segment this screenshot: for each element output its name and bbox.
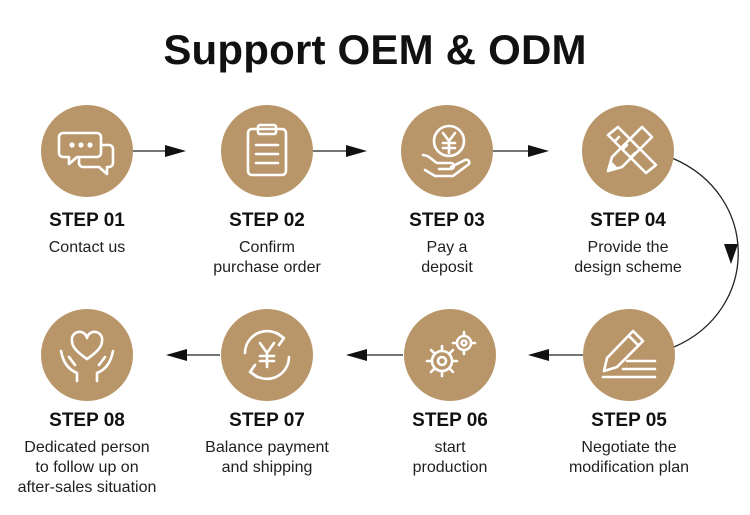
step-04-desc: Provide the design scheme — [533, 238, 723, 278]
step-03-desc-line: Pay a — [426, 239, 468, 256]
arrow-left-icon — [166, 349, 187, 361]
yen-coin-hand-icon — [421, 124, 471, 178]
step-02-label: STEP 02 — [229, 210, 305, 231]
step-02-circle — [221, 105, 313, 197]
arrow-left-icon — [528, 349, 549, 361]
chat-bubbles-icon — [57, 131, 115, 176]
step-04-desc-line: design scheme — [574, 259, 682, 276]
step-07-circle — [221, 309, 313, 401]
step-07-desc-line: and shipping — [221, 459, 313, 476]
step-07-label: STEP 07 — [229, 410, 305, 431]
step-06-circle — [404, 309, 496, 401]
arrow-left-icon — [346, 349, 367, 361]
step-08-desc-line: after-sales situation — [17, 479, 157, 496]
step-06-desc: start production — [355, 438, 545, 478]
arrow-right-icon — [528, 145, 549, 157]
step-02-desc-line: purchase order — [213, 259, 321, 276]
gears-icon — [425, 330, 477, 378]
step-05-circle — [583, 309, 675, 401]
step-02-desc: Confirm purchase order — [172, 238, 362, 278]
heart-hands-icon — [59, 330, 115, 383]
step-01-circle — [41, 105, 133, 197]
step-05-desc: Negotiate the modification plan — [534, 438, 724, 478]
step-06-desc-line: production — [412, 459, 488, 476]
step-06-label: STEP 06 — [412, 410, 488, 431]
step-01-label: STEP 01 — [49, 210, 125, 231]
arrow-right-icon — [165, 145, 186, 157]
step-03-desc-line: deposit — [421, 259, 473, 276]
step-03-circle — [401, 105, 493, 197]
step-04-label: STEP 04 — [590, 210, 666, 231]
step-08-desc: Dedicated person to follow up on after-s… — [0, 438, 182, 498]
step-07-desc: Balance payment and shipping — [172, 438, 362, 478]
arrow-right-icon — [346, 145, 367, 157]
step-05-label: STEP 05 — [591, 410, 667, 431]
step-03-desc: Pay a deposit — [352, 238, 542, 278]
pencil-ruler-icon — [606, 125, 658, 175]
step-08-label: STEP 08 — [49, 410, 125, 431]
page-title: Support OEM & ODM — [163, 26, 587, 73]
yen-cycle-icon — [243, 329, 291, 381]
step-08-desc-line: Dedicated person — [24, 439, 150, 456]
step-08-circle — [41, 309, 133, 401]
step-08-desc-line: to follow up on — [35, 459, 139, 476]
step-04-desc-line: Provide the — [587, 239, 669, 256]
step-07-desc-line: Balance payment — [205, 439, 329, 456]
step-03-label: STEP 03 — [409, 210, 485, 231]
step-05-desc-line: Negotiate the — [581, 439, 677, 456]
step-04-circle — [582, 105, 674, 197]
step-02-desc-line: Confirm — [238, 239, 295, 256]
arrow-down-icon — [724, 244, 738, 264]
clipboard-icon — [246, 123, 288, 177]
pen-writing-icon — [601, 329, 657, 379]
step-06-desc-line: start — [434, 439, 466, 456]
step-01-desc: Contact us — [0, 238, 182, 258]
step-05-desc-line: modification plan — [568, 459, 690, 476]
step-01-desc-line: Contact us — [48, 239, 126, 256]
